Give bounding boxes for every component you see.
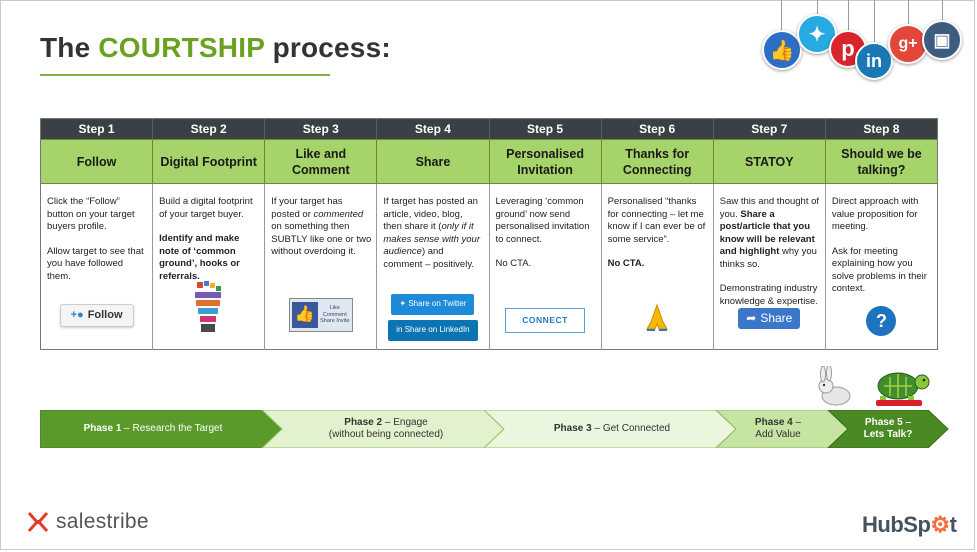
step-number: Step 5 — [490, 119, 602, 139]
step-text: Leveraging ‘common ground’ now send pers… — [495, 196, 590, 245]
hubspot-sprocket-icon: ⚙ — [930, 512, 950, 537]
title-accent: COURTSHIP — [98, 32, 265, 63]
share-arrow-icon: ➦ — [746, 311, 757, 325]
step-text: Direct approach with value proposition f… — [831, 196, 919, 232]
step-name: Share — [377, 140, 490, 183]
digital-footprint-icon — [194, 281, 221, 332]
follow-button[interactable]: +● Follow — [59, 304, 134, 327]
twitter-icon: ✦ — [399, 299, 409, 308]
like-comment-widget[interactable]: 👍 Like Comment Share Invite — [288, 298, 353, 332]
step-text: Allow target to see that you have follow… — [47, 245, 144, 282]
step-8-cell: Direct approach with value proposition f… — [826, 184, 937, 350]
step-number-row: Step 1 Step 2 Step 3 Step 4 Step 5 Step … — [41, 119, 937, 139]
connect-button[interactable]: CONNECT — [505, 308, 585, 333]
phase-2-arrow — [261, 410, 505, 448]
title-suffix: process: — [272, 32, 391, 63]
salestribe-x-icon — [27, 512, 49, 532]
step-number: Step 4 — [377, 119, 490, 139]
step-6-cell: Personalised “thanks for connecting – le… — [602, 184, 714, 350]
step-description-row: Click the “Follow” button on your target… — [41, 184, 937, 350]
step-text: No CTA. — [607, 258, 645, 269]
step-number: Step 6 — [602, 119, 714, 139]
courtship-steps-table: Step 1 Step 2 Step 3 Step 4 Step 5 Step … — [40, 118, 938, 350]
step-text: Build a digital footprint of your target… — [159, 196, 253, 220]
linkedin-icon: in — [396, 325, 405, 334]
share-on-twitter-button[interactable]: ✦ Share on Twitter — [391, 294, 475, 315]
step-5-cell: Leveraging ‘common ground’ now send pers… — [490, 184, 602, 350]
praying-hands-icon — [646, 303, 669, 331]
rabbit-icon — [818, 366, 851, 406]
step-text: Click the “Follow” button on your target… — [47, 196, 135, 232]
step-3-cell: If your target has posted or commented o… — [265, 184, 378, 350]
step-name: Personalised Invitation — [490, 140, 602, 183]
step-text: Personalised “thanks for connecting – le… — [607, 196, 706, 245]
step-number: Step 1 — [41, 119, 154, 139]
step-text: Saw this and thought of you. Share a pos… — [719, 196, 820, 270]
step-name: Like and Comment — [265, 140, 378, 183]
step-name: Thanks for Connecting — [602, 140, 714, 183]
phase-arrows: Phase 1 – Research the Target Phase 2 – … — [40, 410, 950, 448]
step-name: Should we be talking? — [841, 146, 922, 177]
step-text: If your target has posted or commented o… — [271, 196, 372, 257]
phase-1-arrow — [40, 410, 283, 448]
step-number: Step 2 — [153, 119, 266, 139]
step-number: Step 8 — [863, 122, 900, 136]
phase-arrows-shapes — [40, 410, 949, 448]
title-prefix: The — [40, 32, 91, 63]
step-text: Demonstrating industry knowledge & exper… — [719, 283, 818, 307]
salestribe-wordmark: salestribe — [56, 510, 149, 533]
phase-5-arrow — [827, 410, 949, 448]
step-7-cell: Saw this and thought of you. Share a pos… — [714, 184, 826, 350]
step-name: Digital Footprint — [153, 140, 266, 183]
step-name-row: Follow Digital Footprint Like and Commen… — [41, 139, 937, 184]
thumbs-up-icon: 👍 — [291, 302, 318, 328]
phase-3-arrow — [483, 410, 737, 448]
share-button[interactable]: ➦ Share — [738, 308, 801, 329]
question-mark-icon: ? — [866, 306, 897, 336]
share-on-linkedin-button[interactable]: in Share on LinkedIn — [388, 320, 478, 341]
like-widget-words: Like Comment Share Invite — [320, 305, 350, 325]
step-text: Identify and make note of ‘common ground… — [159, 233, 240, 282]
step-text: If target has posted an article, video, … — [383, 196, 480, 270]
follow-button-label: Follow — [87, 309, 123, 321]
slide-title: The COURTSHIP process: — [40, 32, 391, 64]
step-text: No CTA. — [495, 258, 532, 269]
step-4-cell: If target has posted an article, video, … — [377, 184, 490, 350]
turtle-icon — [876, 372, 930, 406]
phase-4-arrow — [715, 410, 849, 448]
step-number: Step 3 — [265, 119, 378, 139]
step-name: STATOY — [714, 140, 826, 183]
salestribe-logo: salestribe — [26, 510, 149, 534]
hubspot-logo: HubSp⚙t — [862, 512, 957, 537]
step-name: Follow — [41, 140, 154, 183]
step-number: Step 7 — [714, 119, 826, 139]
add-person-icon: +● — [70, 309, 84, 321]
step-2-cell: Build a digital footprint of your target… — [153, 184, 266, 350]
title-underline — [40, 74, 330, 76]
step-1-cell: Click the “Follow” button on your target… — [41, 184, 154, 350]
step-text: Ask for meeting explaining how you solve… — [831, 245, 927, 295]
